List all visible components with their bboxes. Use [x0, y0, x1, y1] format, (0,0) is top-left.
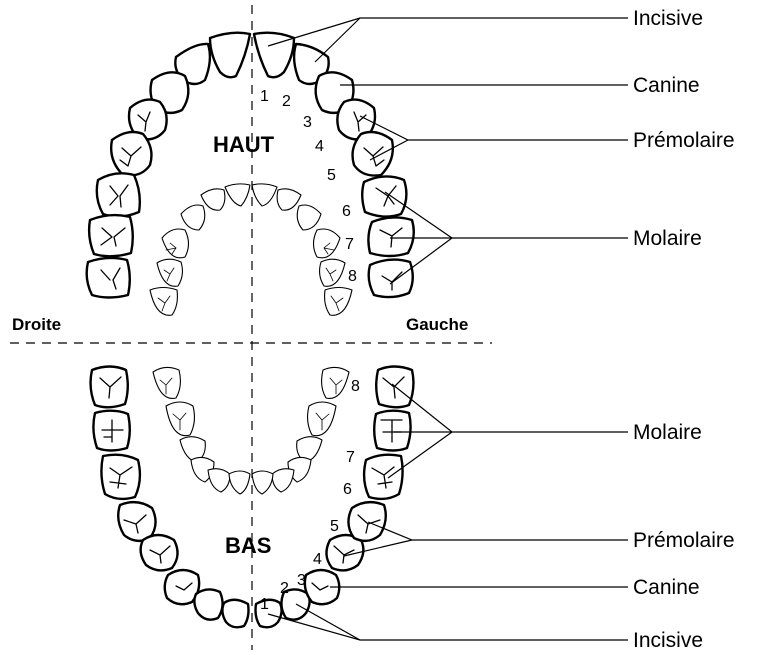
upper-arch [87, 33, 414, 298]
label-lower-incisive: Incisive [633, 629, 703, 652]
label-upper-canine: Canine [633, 74, 700, 97]
lower-tooth-number: 5 [330, 518, 339, 535]
lower-tooth-number: 1 [260, 596, 269, 613]
upper-tooth-number: 2 [282, 93, 291, 110]
lower-occlusal-view [153, 367, 349, 494]
side-label-left: Gauche [406, 315, 468, 334]
lower-right-first-premolar [141, 535, 178, 570]
upper-tooth-number: 6 [342, 203, 351, 220]
upper-tooth-number: 8 [348, 268, 357, 285]
upper-left-second-molar [368, 217, 413, 256]
upper-right-central-incisor [210, 33, 250, 78]
label-upper-molaire: Molaire [633, 227, 702, 250]
lower-tooth-number: 6 [343, 481, 352, 498]
lower-right-first-molar [101, 455, 140, 499]
lower-right-lateral-incisor [194, 589, 222, 619]
upper-left-second-premolar [353, 132, 393, 176]
lower-tooth-number: 7 [346, 449, 355, 466]
lower-right-central-incisor [222, 600, 248, 628]
label-upper-incisive: Incisive [633, 7, 703, 30]
lower-tooth-number: 4 [313, 551, 322, 568]
upper-right-second-premolar [111, 132, 151, 176]
upper-tooth-number: 7 [345, 236, 354, 253]
upper-jaw-title: HAUT [213, 132, 275, 157]
lower-left-first-molar [364, 455, 403, 499]
side-label-right: Droite [12, 315, 61, 334]
upper-left-first-molar [362, 176, 406, 216]
upper-occlusal-view [150, 184, 352, 315]
upper-tooth-number: 1 [260, 88, 269, 105]
label-lower-premolaire: Prémolaire [633, 529, 735, 552]
label-lower-molaire: Molaire [633, 421, 702, 444]
lower-tooth-number: 8 [351, 378, 360, 395]
lower-right-second-premolar [118, 502, 155, 541]
lower-jaw-title: BAS [225, 533, 271, 558]
upper-tooth-number: 4 [315, 138, 324, 155]
lower-tooth-number: 3 [297, 572, 306, 589]
lower-tooth-number: 2 [280, 580, 289, 597]
upper-tooth-number: 5 [327, 167, 336, 184]
lower-left-second-premolar [348, 502, 385, 541]
upper-left-third-molar [369, 260, 413, 297]
label-lower-canine: Canine [633, 576, 700, 599]
label-upper-premolaire: Prémolaire [633, 129, 735, 152]
upper-right-first-molar [97, 173, 140, 216]
upper-tooth-number: 3 [303, 114, 312, 131]
